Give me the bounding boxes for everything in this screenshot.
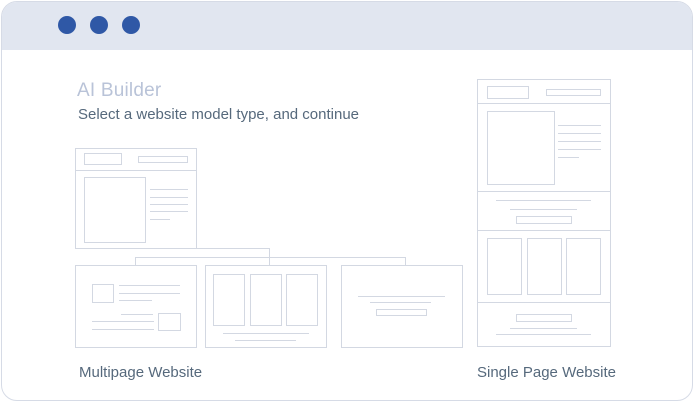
home-page-wireframe: [75, 148, 197, 249]
page-subtitle: Select a website model type, and continu…: [78, 106, 360, 123]
subpage-3-wireframe: [341, 265, 463, 348]
subpage-1-wireframe: [75, 265, 197, 348]
single-page-website-label[interactable]: Single Page Website: [477, 364, 616, 381]
multipage-website-label[interactable]: Multipage Website: [79, 364, 203, 381]
subpage-2-wireframe: [205, 265, 327, 348]
single-page-wireframe: [477, 79, 611, 347]
page-title: AI Builder: [77, 80, 162, 101]
window-dot-icon: [58, 16, 76, 34]
window-dot-icon: [90, 16, 108, 34]
window-dot-icon: [122, 16, 140, 34]
window-titlebar: [2, 2, 692, 50]
